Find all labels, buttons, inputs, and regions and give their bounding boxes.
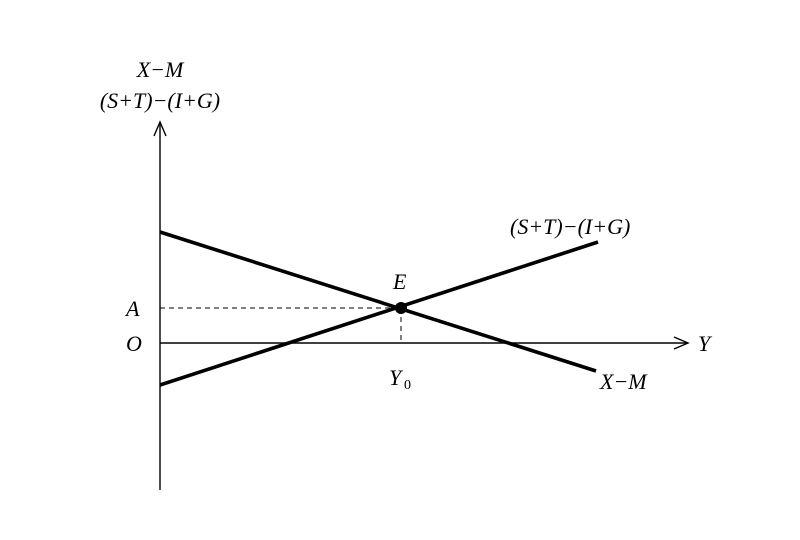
equilibrium-label: E: [392, 269, 407, 294]
origin-label: O: [126, 331, 142, 356]
x-axis-arrowhead: [673, 336, 690, 350]
income-y0-label: Y: [389, 365, 404, 390]
rising-line-label: (S+T)−(I+G): [510, 214, 630, 239]
y-axis-arrowhead: [153, 120, 167, 137]
equilibrium-point: [395, 302, 407, 314]
y-axis-label-line1: X−M: [136, 57, 185, 82]
x-minus-m-line: [159, 230, 597, 373]
y-axis-label-line2: (S+T)−(I+G): [100, 88, 220, 113]
falling-line-label: X−M: [599, 369, 648, 394]
x-axis-label: Y: [698, 331, 713, 356]
saving-tax-minus-investment-government-line: [159, 240, 599, 387]
income-y0-subscript: 0: [404, 378, 411, 393]
level-a-label: A: [124, 296, 140, 321]
